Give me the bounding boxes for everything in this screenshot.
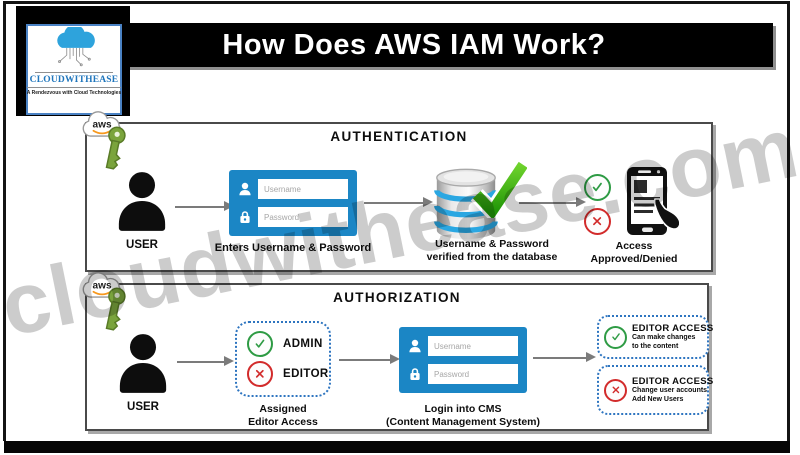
approved-check-icon: [584, 174, 611, 201]
admin-role-row: ADMIN: [247, 331, 322, 357]
username-icon: [238, 182, 252, 196]
aws-label: aws: [93, 280, 112, 291]
flow-arrow: [175, 201, 234, 212]
denied-cross-icon: [604, 378, 627, 402]
username-row: [238, 179, 348, 199]
cms-login-form: [399, 327, 527, 393]
flow-arrow: [177, 356, 234, 367]
user-figure: USER: [115, 333, 171, 413]
database-caption-line2: verified from the database: [426, 251, 558, 263]
flow-arrow: [533, 352, 596, 363]
iam-key-icon: [101, 285, 127, 335]
denied-access-line2: Add New Users: [632, 395, 684, 403]
assigned-roles-box: ADMIN EDITOR: [235, 321, 331, 397]
aws-iam-badge: aws: [79, 110, 141, 192]
flow-arrow: [339, 354, 400, 365]
denied-access-box: EDITOR ACCESS Change user accounts Add N…: [597, 365, 713, 415]
password-row: [238, 207, 348, 227]
outer-border-bottom: [4, 441, 790, 453]
editor-cross-icon: [247, 361, 273, 387]
brand-tagline: A Rendezvous with Cloud Technologies: [26, 87, 122, 96]
password-lock-icon: [238, 210, 252, 224]
database-caption-line1: Username & Password: [435, 238, 549, 250]
access-caption: Access Approved/Denied: [564, 240, 704, 266]
access-caption-line2: Approved/Denied: [590, 253, 678, 265]
denied-access-title: EDITOR ACCESS: [632, 376, 714, 387]
user-figure: USER: [114, 171, 170, 251]
roles-caption-line2: Editor Access: [248, 416, 318, 428]
hand-pointer-icon: [653, 198, 679, 230]
granted-access-title: EDITOR ACCESS: [632, 323, 714, 334]
brand-name: CLOUDWITHEASE: [29, 75, 119, 85]
roles-caption-line1: Assigned: [259, 403, 307, 415]
user-label: USER: [126, 239, 158, 251]
password-lock-icon: [408, 367, 422, 381]
username-icon: [408, 339, 422, 353]
password-row: [408, 364, 518, 384]
logo-divider: [35, 72, 113, 73]
cms-caption-line1: Login into CMS: [424, 403, 502, 415]
authorization-panel: aws AUTHORIZATION USER: [82, 272, 713, 431]
admin-check-icon: [247, 331, 273, 357]
verified-check-icon: [469, 158, 527, 218]
aws-iam-badge: aws: [79, 271, 141, 353]
granted-check-icon: [604, 325, 627, 349]
access-caption-line1: Access: [615, 240, 653, 252]
credentials-form: [229, 170, 357, 236]
granted-access-text: EDITOR ACCESS Can make changes to the co…: [632, 323, 714, 351]
denied-access-text: EDITOR ACCESS Change user accounts Add N…: [632, 376, 714, 404]
outer-border-right: [787, 1, 790, 441]
user-label: USER: [127, 401, 159, 413]
brand-logo: CLOUDWITHEASE A Rendezvous with Cloud Te…: [26, 24, 122, 115]
admin-role-label: ADMIN: [283, 338, 323, 350]
phone-icon: [617, 166, 679, 240]
flow-arrow: [364, 197, 433, 208]
title-bar: How Does AWS IAM Work?: [55, 23, 773, 67]
database-caption: Username & Password verified from the da…: [407, 238, 577, 264]
credentials-caption: Enters Username & Password: [214, 242, 372, 254]
username-row: [408, 336, 518, 356]
database-verification: [433, 160, 543, 244]
roles-caption: Assigned Editor Access: [223, 403, 343, 429]
user-icon: [119, 334, 167, 393]
authentication-heading: AUTHENTICATION: [330, 129, 468, 144]
username-input[interactable]: [258, 179, 348, 199]
cms-caption-line2: (Content Management System): [385, 416, 541, 428]
authorization-heading: AUTHORIZATION: [333, 290, 461, 305]
editor-role-row: EDITOR: [247, 361, 328, 387]
denied-access-line1: Change user accounts: [632, 387, 708, 394]
cms-caption: Login into CMS (Content Management Syste…: [363, 403, 563, 429]
denied-cross-icon: [584, 208, 611, 235]
flow-arrow: [519, 197, 586, 208]
outer-border-top: [3, 1, 790, 4]
granted-access-line2: to the content: [632, 342, 679, 350]
user-icon: [118, 172, 166, 231]
editor-role-label: EDITOR: [283, 368, 329, 380]
granted-access-line1: Can make changes: [632, 334, 696, 341]
aws-label: aws: [93, 119, 112, 130]
outer-border-left: [3, 1, 6, 441]
authentication-panel: aws AUTHENTICATION USER: [82, 111, 713, 272]
cloud-tree-icon: [45, 27, 103, 72]
password-input[interactable]: [258, 207, 348, 227]
granted-access-box: EDITOR ACCESS Can make changes to the co…: [597, 315, 713, 359]
page-title: How Does AWS IAM Work?: [222, 28, 606, 61]
cms-password-input[interactable]: [428, 364, 518, 384]
cms-username-input[interactable]: [428, 336, 518, 356]
iam-key-icon: [101, 124, 127, 174]
